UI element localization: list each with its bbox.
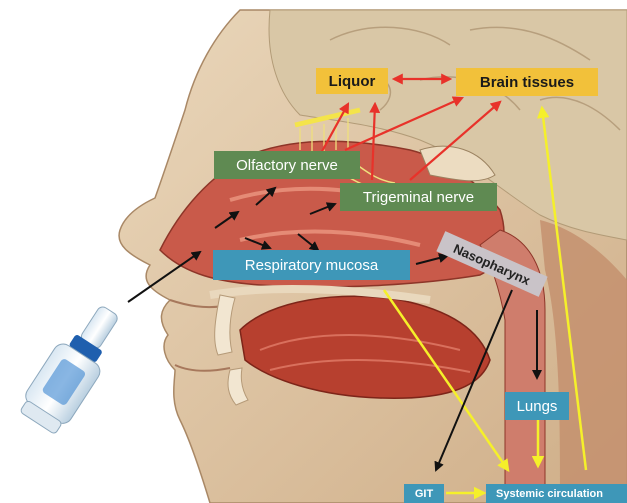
trigeminal-nerve-label: Trigeminal nerve [340, 183, 497, 211]
lungs-label: Lungs [505, 392, 569, 420]
systemic-circulation-label: Systemic circulation [486, 484, 627, 503]
liquor-label: Liquor [316, 68, 388, 94]
olfactory-nerve-label: Olfactory nerve [214, 151, 360, 179]
git-label: GIT [404, 484, 444, 503]
respiratory-mucosa-label: Respiratory mucosa [213, 250, 410, 280]
nasal-spray-icon [15, 297, 132, 438]
brain-tissues-label: Brain tissues [456, 68, 598, 96]
